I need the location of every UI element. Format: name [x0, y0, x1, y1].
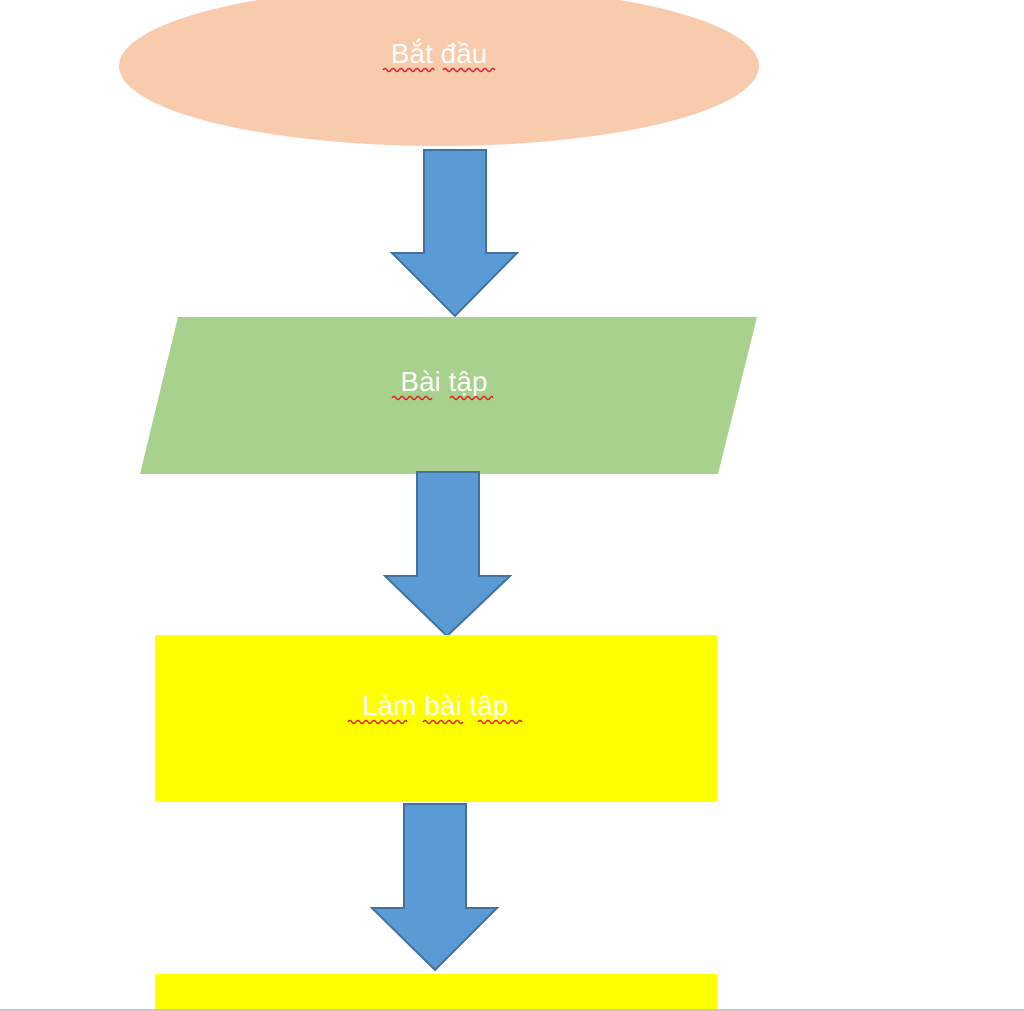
start-ellipse — [119, 0, 759, 146]
input-node[interactable]: Bài tập — [140, 317, 757, 474]
process-label: Làm bài tập — [362, 690, 508, 721]
down-arrow-icon — [389, 149, 520, 318]
input-parallelogram — [140, 317, 757, 474]
input-label: Bài tập — [400, 366, 487, 397]
process-rectangle — [155, 635, 717, 802]
spellcheck-underline — [347, 719, 408, 725]
start-label: Bắt đầu — [391, 38, 488, 69]
spellcheck-underline — [382, 67, 435, 73]
down-arrow-icon — [369, 803, 500, 972]
down-arrow-icon — [382, 471, 513, 638]
spellcheck-underline — [477, 719, 523, 725]
spellcheck-underline — [449, 395, 494, 401]
spellcheck-underline — [442, 67, 496, 73]
page-edge-divider — [0, 1009, 1024, 1011]
start-node[interactable]: Bắt đầu — [119, 0, 759, 146]
spellcheck-underline — [422, 719, 464, 725]
process-node[interactable]: Làm bài tập — [155, 635, 717, 802]
spellcheck-underline — [391, 395, 433, 401]
next-process-rectangle[interactable] — [155, 974, 717, 1011]
